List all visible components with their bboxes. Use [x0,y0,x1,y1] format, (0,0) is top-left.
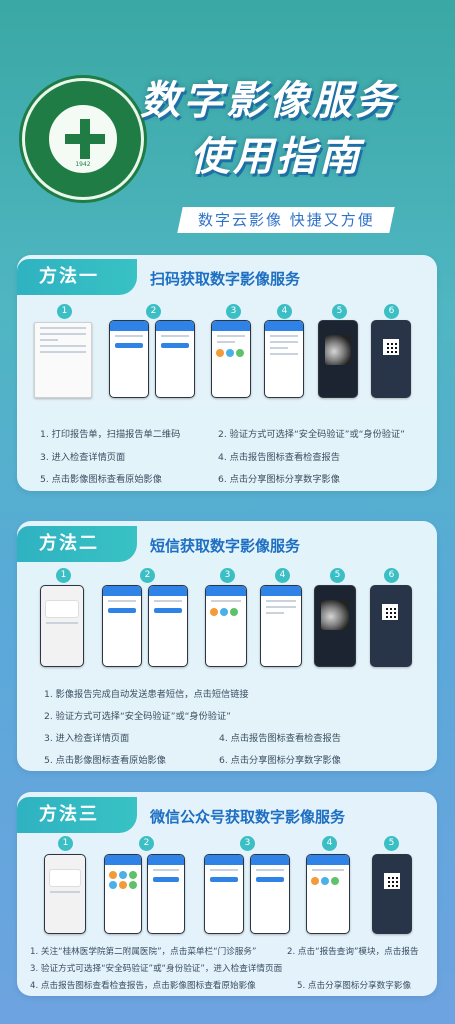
step-badge: 2 [140,568,155,583]
page-title-line1: 数字影像服务 [140,78,398,124]
instruction: 5. 点击影像图标查看原始影像 [40,474,162,485]
hospital-logo: 1942 [22,78,144,200]
qr-code-icon [383,339,399,355]
step-badge: 4 [275,568,290,583]
method-tab-2: 方法二 [17,526,137,562]
report-query-screenshot [147,854,185,934]
instruction: 3. 进入检查详情页面 [40,452,126,463]
detail-screenshot [211,320,251,398]
step-badge: 4 [277,304,292,319]
page-title-line2: 使用指南 [190,134,362,180]
step-badge: 5 [332,304,347,319]
report-sheet-screenshot [34,322,92,398]
verify-screenshot [102,585,142,667]
method-tab-1: 方法一 [17,259,137,295]
step-badge: 3 [220,568,235,583]
instruction: 1. 打印报告单，扫描报告单二维码 [40,429,181,440]
qr-code-icon [384,873,400,889]
share-screenshot [370,585,412,667]
step-badge: 4 [322,836,337,851]
step-badge: 2 [139,836,154,851]
report-screenshot [264,320,304,398]
step-badge: 1 [56,568,71,583]
step-badge: 5 [330,568,345,583]
logo-emblem: 1942 [47,103,119,175]
verify-screenshot [250,854,290,934]
verify-screenshot [204,854,244,934]
qr-code-icon [382,604,398,620]
method-title-2: 短信获取数字影像服务 [150,537,301,555]
instruction: 2. 点击“报告查询”模块，点击报告 [287,947,419,957]
instruction: 5. 点击分享图标分享数字影像 [297,981,412,991]
instruction: 5. 点击影像图标查看原始影像 [44,755,166,766]
instruction: 4. 点击报告图标查看检查报告，点击影像图标查看原始影像 [30,981,256,991]
step-badge: 2 [146,304,161,319]
logo-year: 1942 [75,161,91,168]
wechat-account-screenshot [44,854,86,934]
method-title-1: 扫码获取数字影像服务 [150,270,301,288]
instruction: 4. 点击报告图标查看检查报告 [218,452,340,463]
instruction: 2. 验证方式可选择“安全码验证”或“身份验证” [44,711,231,722]
verify-screenshot [148,585,188,667]
step-badge: 3 [240,836,255,851]
share-screenshot [371,320,411,398]
step-badge: 1 [58,836,73,851]
instruction: 2. 验证方式可选择“安全码验证”或“身份验证” [218,429,405,440]
instruction: 4. 点击报告图标查看检查报告 [219,733,341,744]
instruction: 1. 影像报告完成自动发送患者短信，点击短信链接 [44,689,249,700]
instruction: 3. 验证方式可选择“安全码验证”或“身份验证”，进入检查详情页面 [30,964,283,974]
step-badge: 6 [384,304,399,319]
instruction: 6. 点击分享图标分享数字影像 [218,474,340,485]
image-viewer-screenshot [318,320,358,398]
report-screenshot [260,585,302,667]
verify-screenshot [155,320,195,398]
slogan-banner: 数字云影像 快捷又方便 [177,207,395,233]
step-badge: 3 [226,304,241,319]
step-badge: 6 [384,568,399,583]
menu-screenshot [104,854,142,934]
instruction: 6. 点击分享图标分享数字影像 [219,755,341,766]
detail-screenshot [306,854,350,934]
instruction: 1. 关注“桂林医学院第二附属医院”，点击菜单栏“门诊服务” [30,947,257,957]
detail-screenshot [205,585,247,667]
verify-screenshot [109,320,149,398]
header: 1942 数字影像服务 使用指南 数字云影像 快捷又方便 [0,0,455,245]
step-badge: 1 [57,304,72,319]
sms-screenshot [40,585,84,667]
instruction: 3. 进入检查详情页面 [44,733,130,744]
method-title-3: 微信公众号获取数字影像服务 [150,808,346,826]
image-viewer-screenshot [314,585,356,667]
share-screenshot [372,854,412,934]
method-tab-3: 方法三 [17,797,137,833]
step-badge: 5 [384,836,399,851]
